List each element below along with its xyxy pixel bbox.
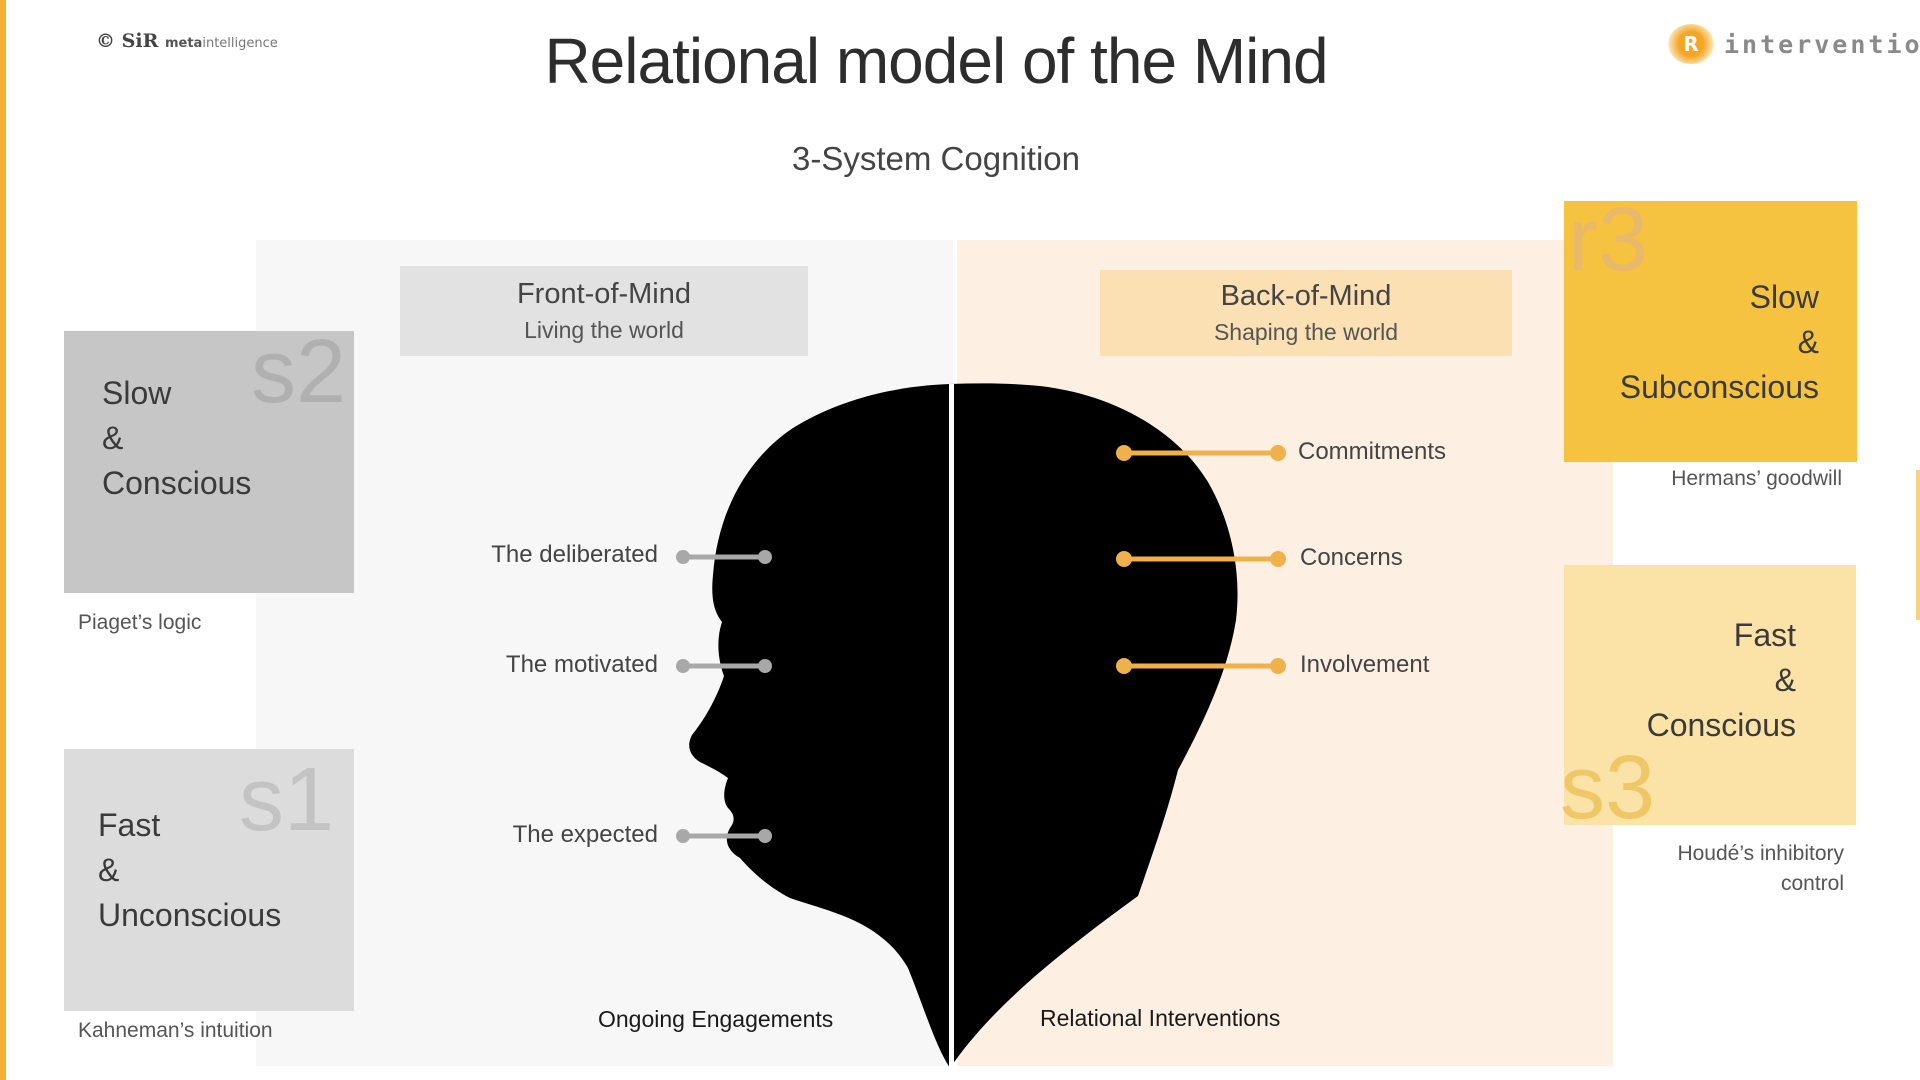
system-tag-s2: s2: [250, 322, 346, 422]
front-of-mind-subtitle: Living the world: [524, 317, 684, 343]
caption-piaget: Piaget’s logic: [78, 611, 202, 634]
connector-label-motivated: The motivated: [505, 651, 658, 678]
ongoing-engagements-label: Ongoing Engagements: [598, 1006, 834, 1032]
logo-badge-icon: R: [1668, 24, 1714, 64]
front-of-mind-header: Front-of-Mind Living the world: [400, 266, 808, 356]
caption-kahneman: Kahneman’s intuition: [78, 1019, 273, 1042]
r3-line1: Slow: [1749, 279, 1819, 315]
s3-line3: Conscious: [1646, 707, 1796, 743]
s1-line3: Unconscious: [98, 897, 282, 933]
s2-line1: Slow: [102, 375, 172, 411]
back-of-mind-subtitle: Shaping the world: [1213, 319, 1399, 345]
head-silhouette-icon: [689, 383, 1238, 1068]
caption-houde-line1: Houdé’s inhibitory: [1677, 842, 1844, 865]
system-box-s1-text: Fast & Unconscious: [98, 803, 281, 938]
caption-houde: Houdé’s inhibitory control: [1677, 839, 1844, 899]
right-edge-mark: [1916, 470, 1920, 620]
system-box-r3-text: Slow & Subconscious: [1620, 275, 1819, 410]
s1-line1: Fast: [98, 807, 161, 843]
copyright-notice: © SiR metaintelligence: [96, 30, 278, 52]
copyright-meta: meta: [164, 36, 203, 51]
front-connector-lines: [676, 550, 772, 843]
connector-label-deliberated: The deliberated: [491, 541, 658, 568]
back-of-mind-title: Back-of-Mind: [1220, 280, 1392, 312]
connector-label-concerns: Concerns: [1300, 544, 1403, 571]
s3-line2: &: [1774, 662, 1796, 698]
caption-houde-line2: control: [1780, 872, 1844, 895]
system-tag-s3: s3: [1560, 738, 1656, 838]
page-title: Relational model of the Mind: [544, 25, 1328, 97]
page-subtitle: 3-System Cognition: [792, 140, 1080, 177]
center-divider-line: [949, 384, 954, 1068]
copyright-brand: SiR: [121, 30, 159, 52]
copyright-intelligence: intelligence: [202, 36, 278, 51]
r3-line3: Subconscious: [1619, 369, 1819, 405]
back-of-mind-header: Back-of-Mind Shaping the world: [1100, 270, 1512, 356]
caption-hermans: Hermans’ goodwill: [1671, 467, 1842, 490]
s3-line1: Fast: [1733, 617, 1796, 653]
system-box-s2: s2 Slow & Conscious: [64, 327, 354, 593]
intervention-logo: R intervention: [1668, 24, 1920, 64]
system-box-s2-text: Slow & Conscious: [102, 371, 251, 506]
system-box-s1: s1 Fast & Unconscious: [64, 749, 354, 1011]
connector-label-commitments: Commitments: [1298, 438, 1447, 465]
left-accent-bar: [0, 0, 6, 1080]
connector-label-expected: The expected: [512, 821, 658, 848]
system-box-s3: s3 Fast & Conscious: [1560, 565, 1856, 833]
back-connector-lines: [1116, 445, 1286, 674]
copyright-symbol: ©: [96, 30, 115, 52]
front-of-mind-title: Front-of-Mind: [516, 278, 692, 310]
relational-interventions-label: Relational Interventions: [1040, 1005, 1281, 1031]
s1-line2: &: [98, 852, 120, 888]
r3-line2: &: [1797, 324, 1819, 360]
system-tag-r3: r3: [1568, 190, 1649, 290]
system-box-r3: r3 Slow & Subconscious: [1564, 195, 1857, 462]
s2-line2: &: [102, 420, 124, 456]
s2-line3: Conscious: [102, 465, 252, 501]
system-box-s3-text: Fast & Conscious: [1647, 613, 1796, 748]
logo-letter: R: [1683, 32, 1699, 56]
connector-label-involvement: Involvement: [1300, 651, 1430, 678]
logo-text: intervention: [1724, 29, 1920, 59]
system-tag-s1: s1: [238, 750, 334, 850]
